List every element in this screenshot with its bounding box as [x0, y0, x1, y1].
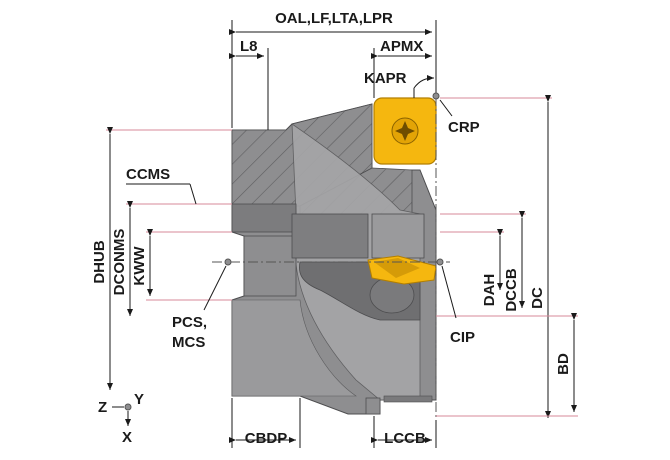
label-dconms: DCONMS	[111, 229, 128, 296]
dim-left	[106, 127, 232, 390]
label-dah: DAH	[481, 274, 498, 307]
label-crp: CRP	[448, 119, 480, 136]
label-dhub: DHUB	[91, 240, 108, 283]
label-kapr: KAPR	[364, 70, 407, 87]
insert-bottom	[367, 255, 437, 285]
label-mcs: MCS	[172, 334, 205, 351]
key-slot	[243, 235, 297, 297]
label-oal: OAL,LF,LTA,LPR	[275, 10, 393, 27]
label-bd: BD	[555, 353, 572, 375]
label-cbdp: CBDP	[245, 430, 288, 447]
label-lccb: LCCB	[384, 430, 426, 447]
label-axis-x: X	[122, 429, 132, 446]
label-l8: L8	[240, 38, 258, 55]
label-kww: KWW	[131, 246, 148, 286]
cutter-body	[231, 103, 437, 415]
label-dccb: DCCB	[503, 268, 520, 311]
label-axis-z: Z	[98, 399, 107, 416]
label-pcs: PCS,	[172, 314, 207, 331]
dim-top	[229, 20, 453, 130]
bore-step	[231, 203, 297, 233]
label-cip: CIP	[450, 329, 475, 346]
label-ccms: CCMS	[126, 166, 170, 183]
dim-bottom	[229, 398, 437, 448]
label-apmx: APMX	[380, 38, 423, 55]
insert-top	[373, 97, 437, 165]
label-axis-y: Y	[134, 391, 144, 408]
axis-indicator	[112, 403, 132, 426]
label-dc: DC	[529, 287, 546, 309]
dim-right	[436, 95, 578, 418]
